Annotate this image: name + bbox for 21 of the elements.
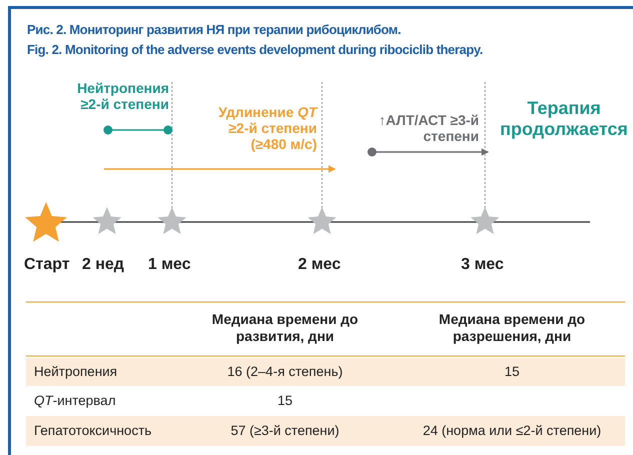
- column-header: Медиана времени до развития, дни: [210, 311, 360, 345]
- table-cell-text: 57 (≥3-й степени): [230, 423, 340, 440]
- status-label: Терапия продолжается: [499, 98, 629, 140]
- table-cell-text: 15: [503, 364, 521, 380]
- event-label: ↑АЛТ/АСТ ≥3-й степени: [378, 112, 479, 144]
- time-label: 2 мес: [298, 256, 341, 274]
- figure-caption: Fig. 2. Monitoring of the adverse events development during ribociclib therapy.: [27, 42, 483, 57]
- table-cell-text: 24 (норма или ≤2-й степени): [422, 423, 602, 440]
- table-cell-text: QT-интервал: [34, 393, 117, 410]
- table-cell-text: Гепатотоксичность: [34, 423, 153, 440]
- time-label: 3 мес: [461, 256, 504, 274]
- table-cell-text: 16 (2–4-я степень): [226, 364, 344, 380]
- time-label: 2 нед: [82, 256, 124, 274]
- column-header: Медиана времени до разрешения, дни: [438, 311, 586, 345]
- time-label: Старт: [24, 256, 70, 274]
- event-label: Нейтропения ≥2-й степени: [76, 80, 169, 112]
- figure-title: Рис. 2. Мониторинг развития НЯ при терапии рибоциклибом.: [27, 22, 401, 37]
- table-cell-text: Нейтропения: [34, 364, 118, 380]
- event-label: Удлинение QT ≥2-й степени (≥480 м/с): [217, 104, 317, 152]
- table-cell-text: 15: [276, 393, 294, 410]
- time-label: 1 мес: [148, 256, 191, 274]
